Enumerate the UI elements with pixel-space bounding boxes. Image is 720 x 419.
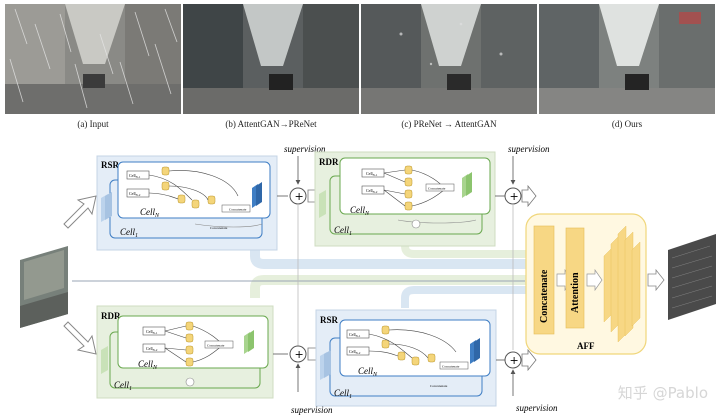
rsr-label-top: RSR	[101, 160, 120, 170]
cell-n-label-top: CellN	[140, 207, 160, 219]
concat-inner-rsr-bottom: Concatenate	[442, 365, 460, 369]
plus-node-4	[504, 351, 522, 369]
plus-sign-2: +	[510, 190, 519, 203]
caption-prenet-attentgan: (c) PReNet → AttentGAN	[401, 119, 497, 129]
input-thumbnail	[20, 246, 68, 328]
aff-feature-blocks	[603, 225, 641, 343]
rdr-label-top: RDR	[319, 157, 339, 167]
supervision-label-1: supervision	[284, 144, 326, 154]
cell-in-1-top: CellN-1	[129, 173, 141, 179]
concat-inner-rdr-top: Concatenate	[428, 187, 446, 191]
rdr-input-block-top	[319, 190, 326, 218]
cell-in-2-rdr-top: CellN-2	[366, 188, 378, 194]
concat-small-bottom: Concatenate	[430, 384, 448, 388]
rsr-output-blocks-top	[252, 182, 262, 208]
rdr-output-blocks-top	[462, 172, 472, 198]
branch-arrow-top	[63, 195, 97, 229]
supervision-label-4: supervision	[516, 403, 558, 413]
plus-sign-3: +	[295, 348, 304, 361]
cell-1-label-top: Cell1	[120, 227, 138, 239]
attention-label: Attention	[570, 272, 581, 313]
cell-n-label-rdr-bottom: CellN	[138, 359, 158, 371]
rdr-label-bottom: RDR	[101, 311, 121, 321]
cell-in-1-rdr-top: CellN-1	[366, 171, 378, 177]
concat-inner-top: Concatenate	[229, 208, 247, 212]
concat-small-top: Concatenate	[210, 226, 228, 230]
branch-arrow-bottom	[63, 321, 97, 355]
cell-in-2-rdr-bottom: CellN-2	[146, 346, 158, 352]
rsr-output-blocks-bottom	[470, 338, 480, 364]
cell-1-label-rdr-bottom: Cell1	[114, 380, 132, 392]
cell-in-2-rsr-bottom: CellN-2	[349, 349, 361, 355]
caption-attentgan-prenet: (b) AttentGAN→PReNet	[225, 119, 317, 129]
attention-block	[565, 227, 585, 329]
cell-n-label-rdr-top: CellN	[350, 205, 370, 217]
network-diagram: RSR Concatenate Concatenate CellN Cell1 …	[20, 144, 716, 415]
cell-n-label-rsr-bottom: CellN	[358, 366, 378, 378]
concat-inner-rdr-bottom: Concatenate	[207, 344, 225, 348]
rdr-output-blocks-bottom	[244, 330, 254, 354]
supervision-label-2: supervision	[508, 144, 550, 154]
cell-1-label-rdr-top: Cell1	[334, 225, 352, 237]
caption-ours: (d) Ours	[611, 119, 643, 129]
cell-in-2-top: CellN-2	[129, 191, 141, 197]
plus-node-3	[289, 345, 307, 363]
watermark: 知乎 @Pablo	[617, 384, 708, 402]
output-image	[668, 234, 716, 320]
plus-sign-4: +	[510, 354, 519, 367]
attentgan-prenet-image	[183, 4, 359, 114]
caption-input: (a) Input	[77, 119, 109, 129]
cell-in-1-rsr-bottom: CellN-1	[349, 332, 361, 338]
cell-in-1-rdr-bottom: CellN-1	[146, 329, 158, 335]
supervision-label-3: supervision	[291, 405, 333, 415]
concatenate-block	[533, 225, 555, 335]
plus-sign-1: +	[295, 190, 304, 203]
rsr-label-bottom: RSR	[320, 315, 339, 325]
input-image	[5, 4, 181, 114]
prenet-attentgan-image	[361, 4, 537, 114]
rdr-input-block-bottom	[101, 346, 108, 374]
ours-image	[539, 4, 715, 114]
aff-label: AFF	[577, 341, 595, 351]
cell-1-label-rsr-bottom: Cell1	[334, 388, 352, 400]
concatenate-label: Concatenate	[539, 269, 550, 323]
